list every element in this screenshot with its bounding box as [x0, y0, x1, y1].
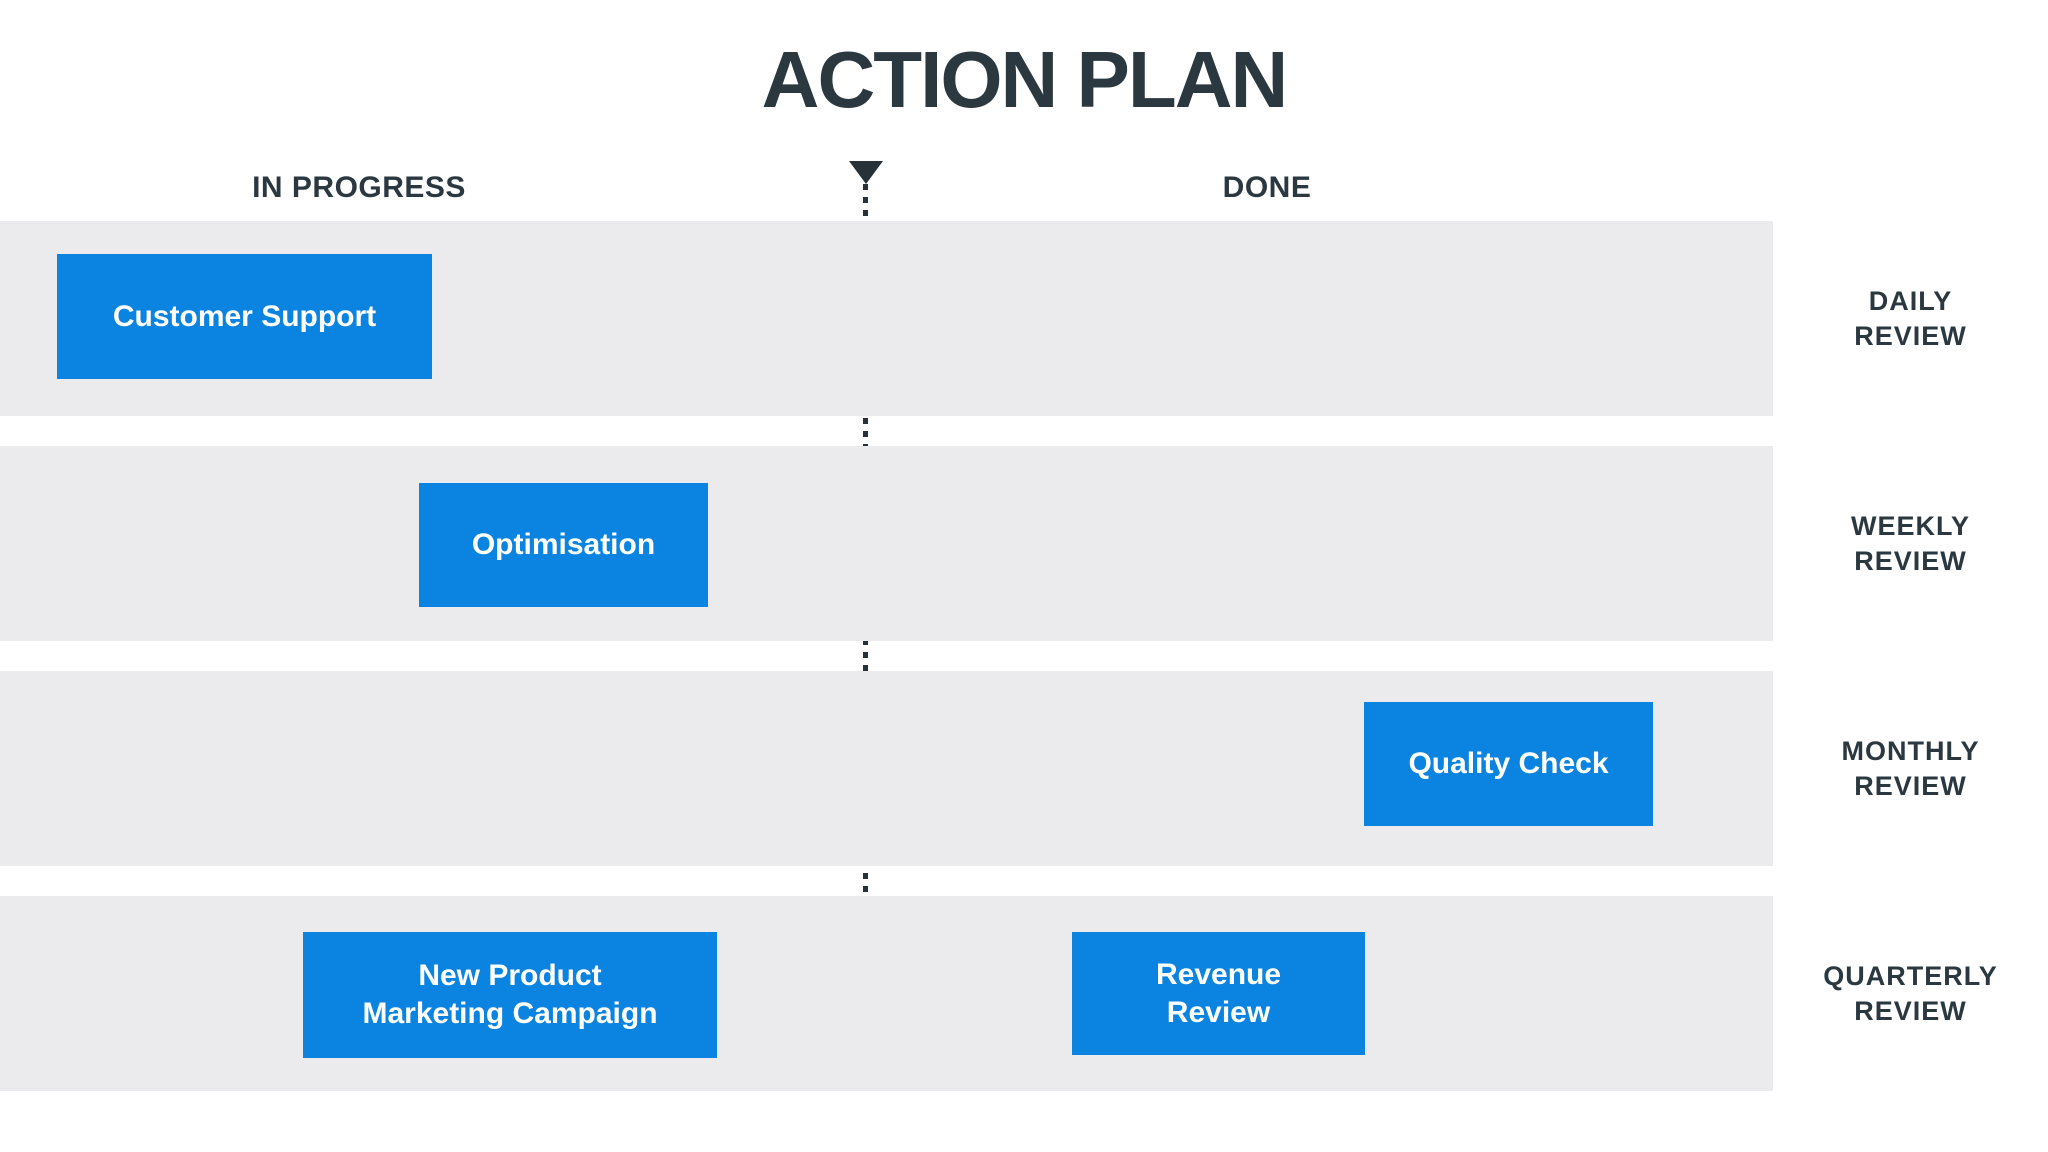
lane-label-line: MONTHLY — [1841, 735, 1980, 766]
task-card-label: New Product — [418, 959, 602, 992]
task-card-quality-check[interactable]: Quality Check — [1364, 702, 1653, 826]
lane-label-line: REVIEW — [1854, 320, 1967, 351]
lane-label-quarterly-review: QUARTERLY REVIEW — [1773, 896, 2048, 1091]
lane-label-weekly-review: WEEKLY REVIEW — [1773, 446, 2048, 641]
lane-label-line: WEEKLY — [1850, 510, 1971, 541]
column-header-done: DONE — [1222, 171, 1312, 204]
divider-arrow-icon — [849, 161, 883, 184]
lane-quarterly-review — [0, 896, 1773, 1091]
lane-weekly-review — [0, 446, 1773, 641]
lane-label-line: REVIEW — [1854, 545, 1967, 576]
task-card-label: Optimisation — [471, 528, 656, 561]
task-card-customer-support[interactable]: Customer Support — [57, 254, 432, 379]
page-title: ACTION PLAN — [761, 35, 1289, 124]
task-card-label: Revenue — [1155, 957, 1282, 991]
task-card-label: Review — [1166, 995, 1271, 1029]
task-card-label: Marketing Campaign — [362, 997, 658, 1030]
lane-label-daily-review: DAILY REVIEW — [1773, 221, 2048, 416]
lane-label-line: QUARTERLY — [1823, 960, 1998, 991]
lane-label-line: REVIEW — [1854, 770, 1967, 801]
lane-label-monthly-review: MONTHLY REVIEW — [1773, 671, 2048, 866]
task-card-new-product-marketing-campaign[interactable]: New Product Marketing Campaign — [303, 932, 717, 1058]
task-card-label: Customer Support — [112, 299, 377, 333]
task-card-revenue-review[interactable]: Revenue Review — [1072, 932, 1365, 1055]
task-card-label: Quality Check — [1408, 747, 1609, 780]
lane-label-line: DAILY — [1868, 285, 1953, 316]
task-card-optimisation[interactable]: Optimisation — [419, 483, 708, 607]
lane-label-line: REVIEW — [1854, 995, 1967, 1026]
column-header-in-progress: IN PROGRESS — [252, 171, 466, 204]
